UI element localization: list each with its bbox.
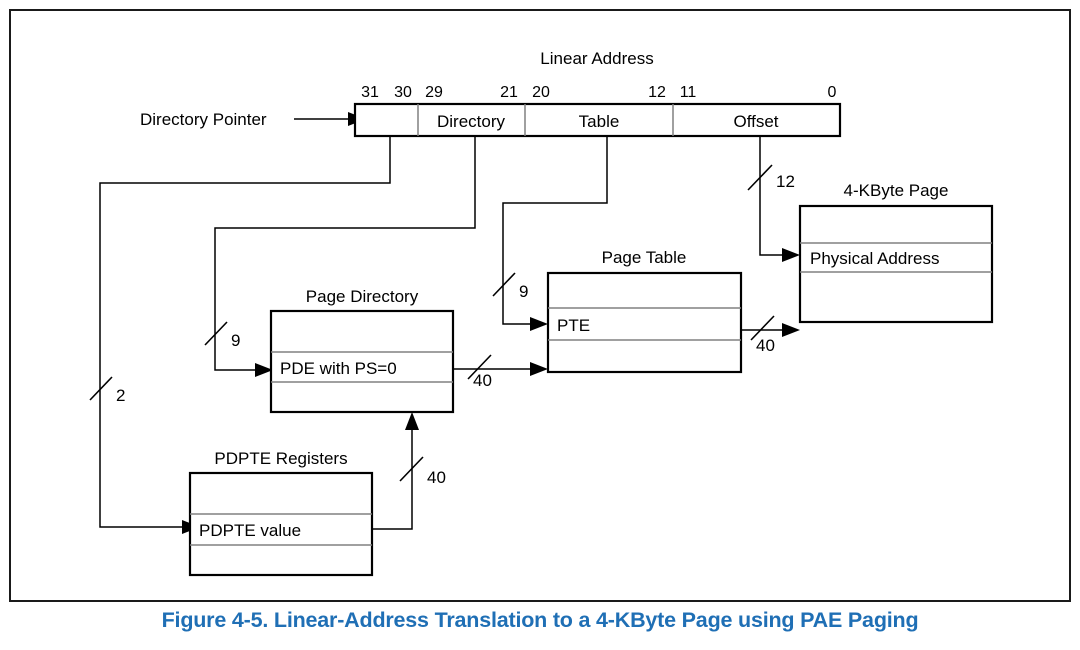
pdpte-registers-box: [188, 471, 374, 577]
bit-label-20: 20: [532, 84, 550, 101]
page-directory-box: [269, 309, 455, 414]
tick-pdpte-index: [89, 376, 113, 401]
bit-label-30: 30: [394, 84, 412, 101]
tick-pte-to-page: [750, 315, 775, 341]
tick-table-index: [492, 272, 516, 297]
page-directory-entry: PDE with PS=0: [280, 359, 397, 378]
page-table-title: Page Table: [602, 248, 687, 267]
width-label-offset-bits: 12: [776, 172, 795, 191]
page-directory-title: Page Directory: [306, 287, 419, 306]
conn-table-index-arrowhead: [530, 317, 548, 331]
bit-label-11: 11: [680, 84, 697, 101]
page-table-entry: PTE: [557, 316, 590, 335]
conn-directory-index: [214, 136, 476, 371]
conn-table-index: [502, 136, 608, 325]
page-table-box: [546, 271, 743, 374]
conn-pdpte-to-pagedir-arrowhead: [405, 412, 419, 430]
linear-address-title: Linear Address: [540, 49, 653, 68]
width-label-directory-index: 9: [231, 331, 240, 350]
conn-pdpte-index: [99, 136, 391, 528]
width-label-table-index: 9: [519, 282, 528, 301]
conn-pdpte-to-pagedir: [372, 430, 413, 530]
figure-caption: Figure 4-5. Linear-Address Translation t…: [161, 608, 919, 632]
physical-page-title: 4-KByte Page: [844, 181, 949, 200]
physical-page-box: [798, 204, 994, 324]
bit-label-31: 31: [361, 84, 379, 101]
bit-label-29: 29: [425, 84, 443, 101]
conn-offset-bits-arrowhead: [782, 248, 800, 262]
pdpte-registers-title: PDPTE Registers: [214, 449, 347, 468]
bit-label-12: 12: [648, 84, 666, 101]
figure-border: [9, 9, 1071, 602]
width-label-pde-to-pagetable: 40: [473, 371, 492, 390]
physical-page-entry: Physical Address: [810, 249, 939, 268]
directory-pointer-label: Directory Pointer: [140, 110, 267, 129]
width-label-pdpte-index: 2: [116, 386, 125, 405]
bit-label-21: 21: [500, 84, 518, 101]
tick-pde-to-pagetable: [467, 354, 492, 380]
pdpte-registers-entry: PDPTE value: [199, 521, 301, 540]
tick-offset-bits: [747, 164, 773, 191]
bit-label-0: 0: [828, 84, 837, 101]
conn-offset-bits: [759, 136, 782, 256]
linear-address-bar: [353, 102, 842, 138]
conn-directory-index-arrowhead: [255, 363, 273, 377]
tick-directory-index: [204, 321, 228, 346]
address-field-offset: Offset: [733, 112, 778, 131]
address-field-table: Table: [579, 112, 620, 131]
address-field-directory: Directory: [437, 112, 506, 131]
width-label-pdpte-to-pagedir: 40: [427, 468, 446, 487]
conn-pde-to-pagetable-arrowhead: [530, 362, 548, 376]
width-label-pte-to-page: 40: [756, 336, 775, 355]
conn-pte-to-page-arrowhead: [782, 323, 800, 337]
tick-pdpte-to-pagedir: [399, 456, 424, 482]
